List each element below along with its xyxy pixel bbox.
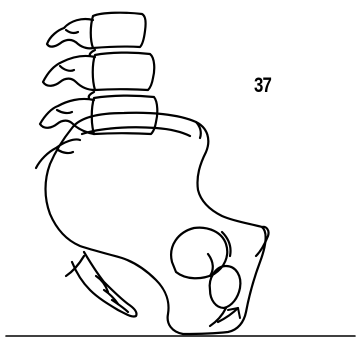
- vertebra-4: [36, 139, 80, 168]
- ischium: [210, 308, 226, 326]
- pelvis-outline: [46, 113, 266, 334]
- vertebra-2: [43, 50, 154, 90]
- anterior-spine: [256, 227, 269, 256]
- obturator-foramen: [210, 266, 241, 308]
- acetabulum: [171, 228, 230, 279]
- sacrum-coccyx: [66, 252, 137, 317]
- vertebra-1: [47, 13, 146, 49]
- figure-number: 37: [254, 74, 271, 98]
